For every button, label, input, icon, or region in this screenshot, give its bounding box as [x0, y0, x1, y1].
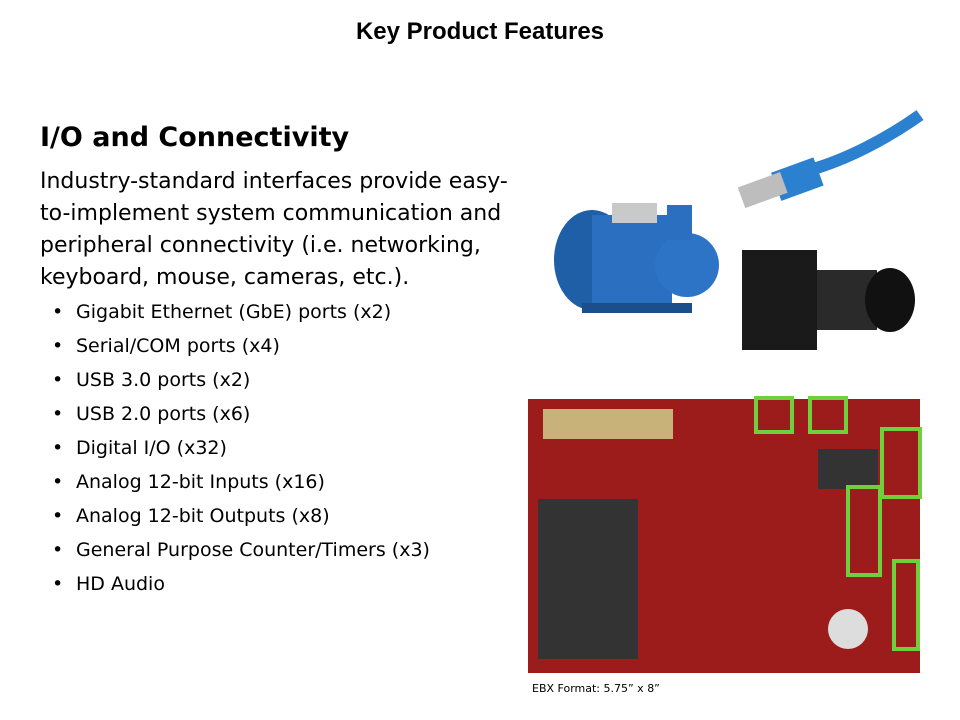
ethernet-highlight: [880, 427, 922, 499]
board-caption: EBX Format: 5.75” x 8”: [532, 682, 660, 695]
battery: [828, 609, 868, 649]
list-item: Analog 12-bit Outputs (x8): [52, 502, 430, 536]
camera-image: [742, 250, 915, 350]
intro-paragraph: Industry-standard interfaces provide eas…: [40, 169, 508, 290]
memory-slot: [543, 409, 673, 439]
feature-list: Gigabit Ethernet (GbE) ports (x2) Serial…: [52, 298, 430, 604]
section-heading: I/O and Connectivity: [40, 122, 350, 153]
pump-image: [554, 203, 719, 313]
list-item: Analog 12-bit Inputs (x16): [52, 468, 430, 502]
ebx-board-image: [528, 396, 922, 673]
list-item: USB 2.0 ports (x6): [52, 400, 430, 434]
list-item: Serial/COM ports (x4): [52, 332, 430, 366]
list-item: General Purpose Counter/Timers (x3): [52, 536, 430, 570]
slide-title: Key Product Features: [355, 18, 605, 45]
heatsink: [538, 499, 638, 659]
list-item: HD Audio: [52, 570, 430, 604]
connector-highlight: [892, 559, 920, 651]
usb3-highlight: [754, 396, 794, 434]
header-highlight: [846, 485, 882, 577]
list-item: USB 3.0 ports (x2): [52, 366, 430, 400]
usb2-highlight: [808, 396, 848, 434]
usb-cable-image: [737, 110, 924, 209]
list-item: Gigabit Ethernet (GbE) ports (x2): [52, 298, 430, 332]
list-item: Digital I/O (x32): [52, 434, 430, 468]
chip: [818, 449, 878, 489]
